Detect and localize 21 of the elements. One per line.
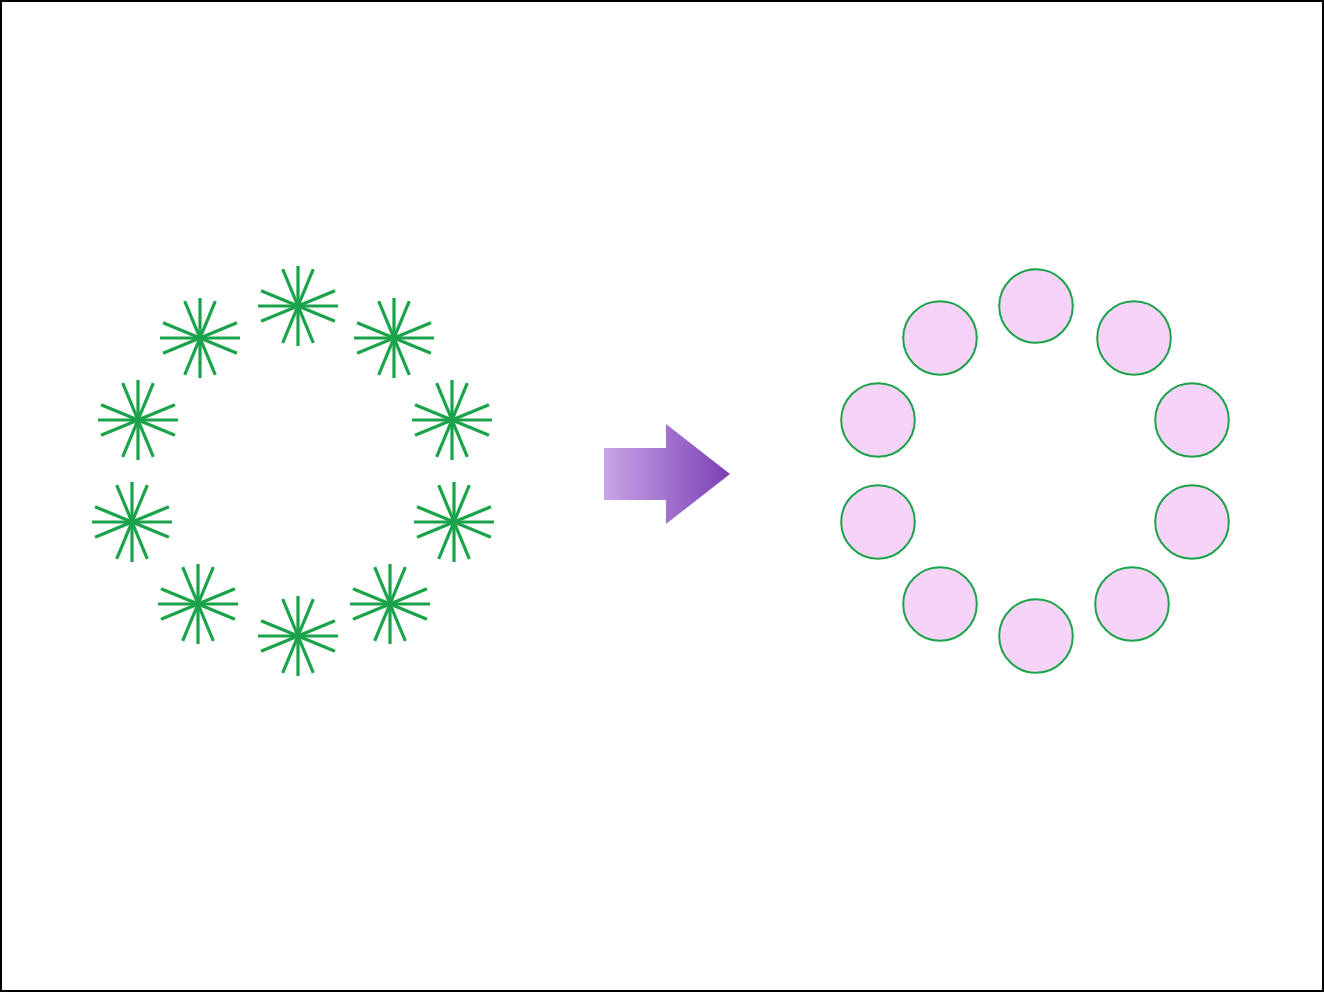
circle-shape bbox=[1154, 484, 1230, 560]
star-shape bbox=[354, 298, 434, 378]
circle-shape bbox=[840, 382, 916, 458]
star-shape bbox=[350, 564, 430, 644]
star-shape bbox=[160, 298, 240, 378]
star-shape bbox=[414, 482, 494, 562]
star-shape bbox=[412, 380, 492, 460]
circle-shape bbox=[902, 566, 978, 642]
circle-shape bbox=[1096, 300, 1172, 376]
circle-shape bbox=[840, 484, 916, 560]
star-shape bbox=[158, 564, 238, 644]
star-shape bbox=[258, 266, 338, 346]
circle-shape bbox=[1154, 382, 1230, 458]
star-shape bbox=[98, 380, 178, 460]
circle-shape bbox=[998, 268, 1074, 344]
block-arrow bbox=[604, 424, 730, 524]
circle-shape bbox=[998, 598, 1074, 674]
star-shape bbox=[258, 596, 338, 676]
circle-shape bbox=[902, 300, 978, 376]
star-shape bbox=[92, 482, 172, 562]
circle-shape bbox=[1094, 566, 1170, 642]
